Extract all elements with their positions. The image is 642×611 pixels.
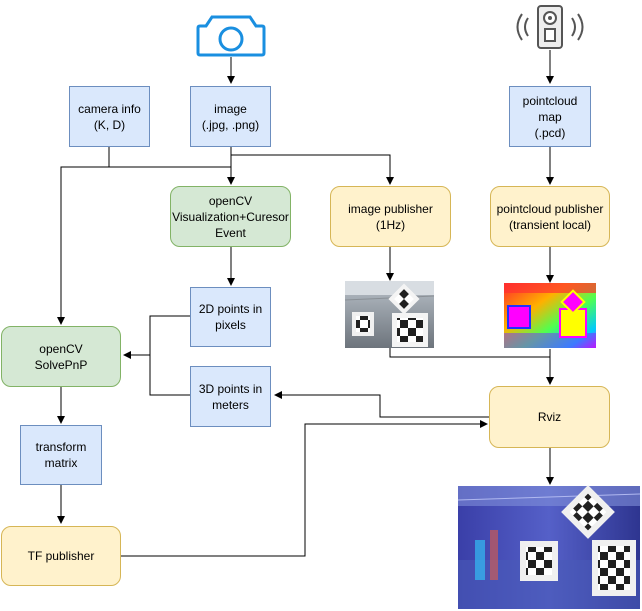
edge-3d-join [149,355,190,396]
opencv-visualization-box: openCV Visualization+Curesor Event [170,186,291,247]
edge-image-imgpub [231,154,394,185]
points-2d-box: 2D points in pixels [190,287,271,347]
solvepnp-box: openCV SolvePnP [1,326,121,387]
image-publisher-box: image publisher (1Hz) [330,186,451,247]
edges [57,50,554,557]
edge-imgpub-rviz [389,348,554,385]
camera-icon [196,15,266,57]
camera-info-box: camera info (K, D) [69,86,150,147]
rviz-box: Rviz [489,386,610,448]
pointcloud-thumbnail [504,283,596,348]
pointcloud-publisher-box: pointcloud publisher (transient local) [490,186,610,247]
camera-image-thumbnail [344,281,435,348]
edge-tf-rviz [121,420,488,557]
tf-publisher-box: TF publisher [1,526,121,586]
edge-rviz-3d [274,391,489,418]
image-box: image (.jpg, .png) [190,86,271,147]
transform-matrix-box: transform matrix [20,425,102,485]
edge-caminfo-join [108,147,231,168]
pointcloud-map-box: pointcloud map (.pcd) [509,86,591,147]
lidar-sensor-icon [516,5,584,49]
edge-2d-join [149,315,190,355]
points-3d-box: 3D points in meters [190,366,271,427]
rviz-screenshot [457,485,641,609]
edge-caminfo-solvepnp [57,166,109,325]
